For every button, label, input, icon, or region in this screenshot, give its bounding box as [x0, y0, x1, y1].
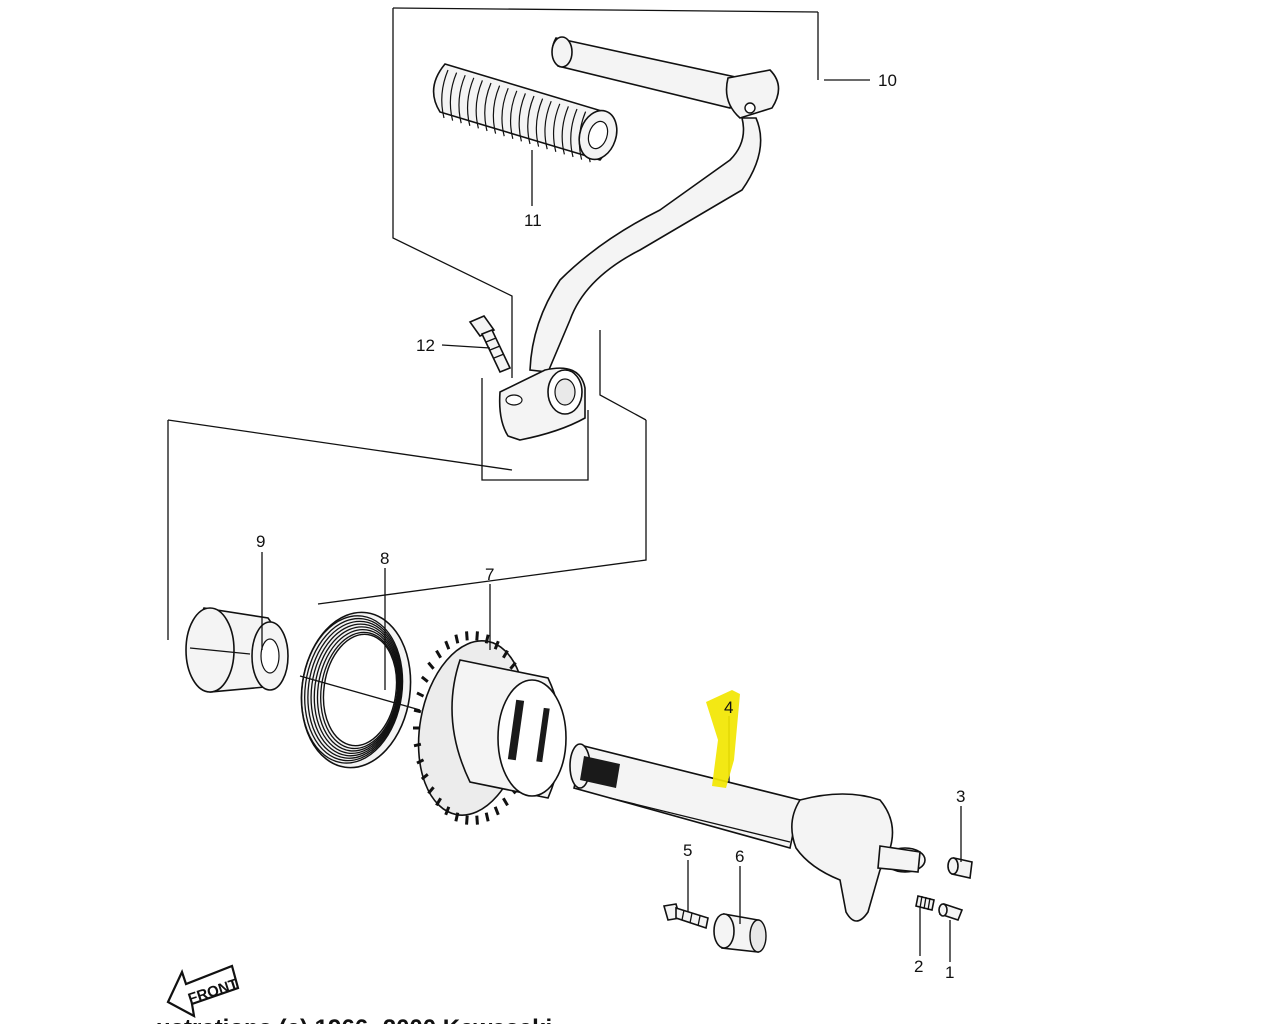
label-part-10: 10: [878, 71, 897, 90]
bushing-part-9: [185, 607, 289, 693]
kick-arm-clamp: [498, 367, 586, 441]
group-frame-arm-right: [599, 330, 647, 421]
kick-rubber-part: [432, 63, 618, 163]
group-frame-gear-top: [167, 419, 513, 471]
label-part-1: 1: [945, 963, 954, 982]
label-part-5: 5: [683, 841, 692, 860]
label-part-2: 2: [914, 957, 923, 976]
bolt-part-12: [468, 315, 512, 374]
group-frame-gear-right: [317, 420, 647, 605]
front-arrow: FRONT: [166, 964, 240, 1019]
label-part-11: 11: [524, 211, 542, 230]
label-part-8: 8: [380, 549, 389, 568]
group-frame-top: [392, 7, 819, 13]
spring-part-8: [299, 611, 421, 769]
roller-part-6: [713, 913, 767, 953]
label-part-9: 9: [256, 532, 265, 551]
label-part-12: 12: [416, 336, 435, 355]
group-frame-bolt-box: [481, 378, 589, 481]
leader-12: [441, 344, 491, 349]
copyright-footer: ustrations (c) 1966 -2000 Kawasaki: [156, 1015, 552, 1024]
label-part-6: 6: [735, 847, 744, 866]
label-part-7: 7: [485, 565, 494, 584]
bolt-part-5: [662, 903, 709, 930]
kick-pedal-part: [529, 36, 780, 373]
pin-part-3: [947, 857, 973, 879]
label-part-3: 3: [956, 787, 965, 806]
spring-part-2: [915, 895, 935, 911]
pin-part-1: [938, 903, 964, 921]
kick-shaft-part-4: [569, 743, 926, 922]
group-frame-lever: [392, 8, 513, 378]
label-part-4: 4: [724, 698, 733, 717]
highlight-marker: [706, 690, 740, 788]
kick-gear-part-7: [413, 631, 567, 825]
